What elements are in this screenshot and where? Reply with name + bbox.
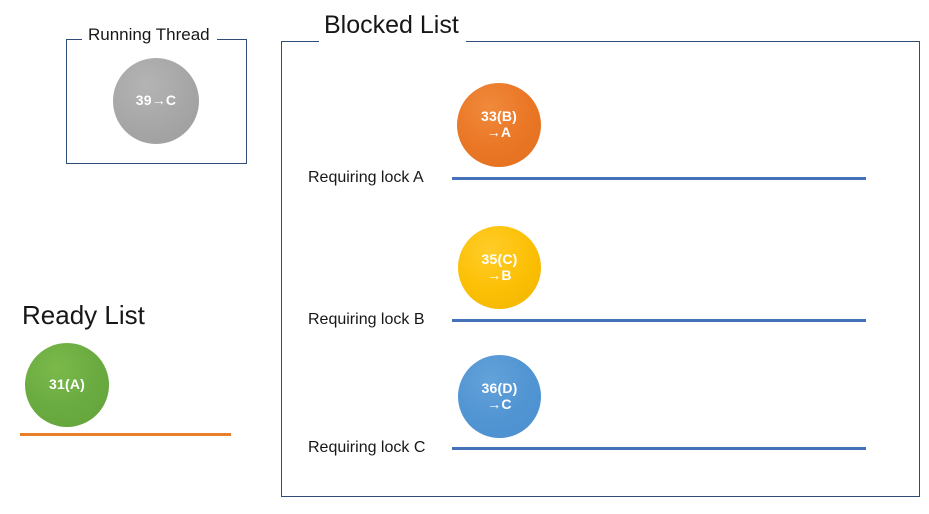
node-line-1: 36(D) <box>481 379 518 396</box>
node-line-1: 35(C) <box>481 250 518 267</box>
node-line-2: →A <box>486 124 512 140</box>
thread-node-blocked-35c[interactable]: 35(C) →B <box>458 226 541 309</box>
blocked-list-box <box>281 39 920 497</box>
lock-line-b <box>452 319 866 322</box>
lock-label-c: Requiring lock C <box>308 439 426 456</box>
lock-line-c <box>452 447 866 450</box>
running-thread-title: Running Thread <box>82 26 216 43</box>
blocked-list-title: Blocked List <box>318 13 465 38</box>
node-line-2: →C <box>487 395 512 412</box>
thread-node-blocked-36d[interactable]: 36(D) →C <box>458 355 541 438</box>
node-line-2: →B <box>487 266 512 283</box>
thread-node-running[interactable]: 39→C <box>113 58 199 144</box>
lock-label-a: Requiring lock A <box>308 169 424 186</box>
lock-label-b: Requiring lock B <box>308 311 425 328</box>
node-line-1: 33(B) <box>480 108 517 125</box>
ready-list-line <box>20 433 231 436</box>
thread-node-blocked-33b[interactable]: 33(B) →A <box>457 83 541 167</box>
thread-node-ready-31a-label: 31(A) <box>48 376 85 393</box>
lock-line-a <box>452 177 866 180</box>
thread-node-blocked-36d-label: 36(D) →C <box>481 379 518 412</box>
thread-node-blocked-33b-label: 33(B) →A <box>480 108 517 140</box>
thread-node-blocked-35c-label: 35(C) →B <box>481 250 518 283</box>
ready-list-title: Ready List <box>22 300 145 330</box>
blocked-box-title-gap <box>319 39 466 45</box>
thread-node-ready-31a[interactable]: 31(A) <box>25 343 109 427</box>
thread-node-running-label: 39→C <box>135 92 177 109</box>
